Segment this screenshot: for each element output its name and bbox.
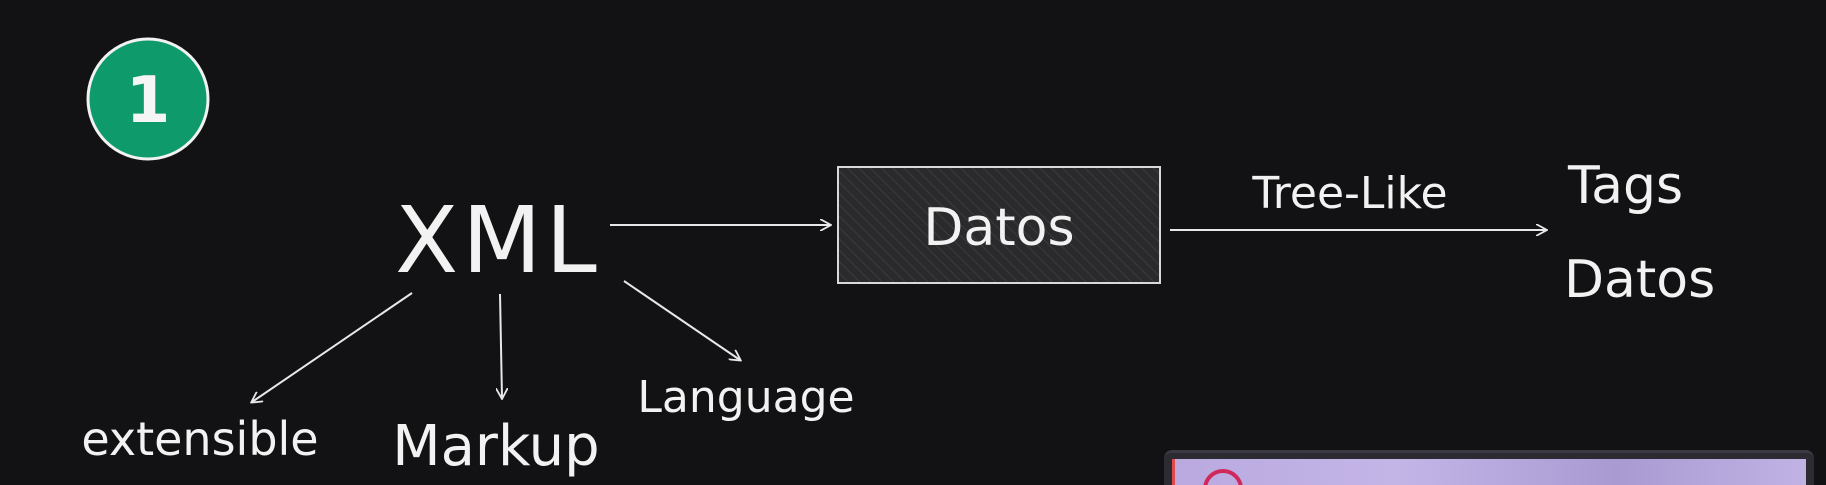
thumbnail-red-circle [1203, 469, 1243, 485]
arrow-to-extensible [252, 292, 413, 402]
word-markup: Markup [392, 414, 599, 479]
result-datos: Datos [1564, 250, 1715, 310]
word-extensible: extensible [81, 412, 318, 466]
root-label-xml: XML [395, 187, 601, 294]
arrow-to-markup [500, 293, 502, 398]
edge-label-tree-like: Tree-Like [1251, 168, 1447, 219]
step-number: 1 [126, 64, 171, 138]
arrow-to-language [623, 280, 740, 360]
datos-box-rect [837, 166, 1161, 284]
result-tags: Tags [1567, 156, 1683, 216]
step-badge: 1 [86, 37, 210, 161]
thumbnail-image [1172, 459, 1806, 485]
datos-box-label: Datos [923, 198, 1074, 258]
embedded-image-thumbnail[interactable] [1164, 450, 1814, 485]
step-badge-circle [86, 37, 210, 161]
word-language: Language [637, 372, 854, 423]
datos-box: Datos [837, 166, 1161, 284]
